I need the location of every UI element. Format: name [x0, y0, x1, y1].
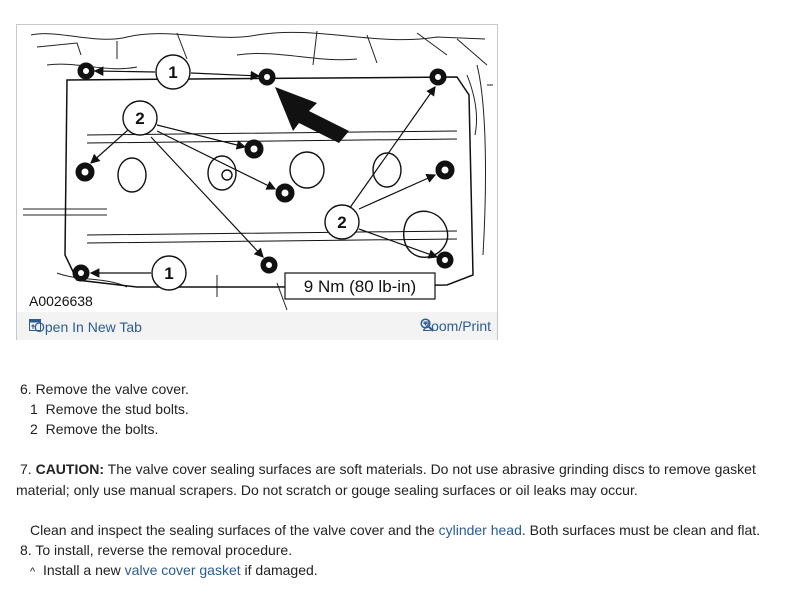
step-7-number: 7. [20, 461, 32, 477]
substep-text: Remove the bolts. [45, 421, 159, 437]
clean-inspect-note: Clean and inspect the sealing surfaces o… [30, 520, 760, 540]
step-6-substep-1: 1 Remove the stud bolts. [30, 399, 189, 419]
figure-code: A0026638 [29, 293, 93, 309]
step-8-substep: ^ Install a new valve cover gasket if da… [30, 560, 318, 582]
callout-1-top: 1 [168, 63, 177, 82]
step-8-text-post: if damaged. [244, 562, 318, 578]
cylinder-head-link[interactable]: cylinder head [438, 522, 522, 538]
callout-2-left: 2 [135, 109, 144, 128]
zoom-print-link[interactable]: Zoom/Print [419, 318, 491, 334]
callout-2-right: 2 [337, 213, 346, 232]
caution-label: CAUTION: [35, 461, 105, 477]
substep-number: 1 [30, 401, 38, 417]
substep-text: Remove the stud bolts. [45, 401, 189, 417]
valve-cover-figure: 1 2 2 1 9 Nm (80 lb-in) A0026638 Open In… [16, 24, 498, 340]
step-8: 8. To install, reverse the removal proce… [20, 542, 293, 558]
clean-text-pre: Clean and inspect the sealing surfaces o… [30, 522, 435, 538]
step-7: 7. CAUTION: The valve cover sealing surf… [20, 459, 756, 479]
clean-text-post: . Both surfaces must be clean and flat. [521, 522, 761, 538]
zoom-print-label: Zoom/Print [422, 318, 491, 334]
bullet-caret: ^ [30, 566, 36, 578]
step-7-line-2: material; only use manual scrapers. Do n… [16, 482, 638, 498]
step-6-substep-2: 2 Remove the bolts. [30, 419, 158, 439]
callout-1-bottom: 1 [164, 264, 173, 283]
step-8-text-pre: Install a new [42, 562, 121, 578]
open-in-new-tab-link[interactable]: Open In New Tab [29, 319, 142, 335]
valve-cover-gasket-link[interactable]: valve cover gasket [124, 562, 241, 578]
step-6: 6. Remove the valve cover. [20, 381, 189, 397]
torque-label: 9 Nm (80 lb-in) [304, 277, 416, 296]
valve-cover-diagram: 1 2 2 1 9 Nm (80 lb-in) A0026638 [17, 25, 497, 313]
step-7-line-1: The valve cover sealing surfaces are sof… [107, 461, 756, 477]
figure-footer: Open In New Tab Zoom/Print [17, 312, 497, 340]
open-in-new-tab-label: Open In New Tab [34, 319, 142, 335]
substep-number: 2 [30, 421, 38, 437]
